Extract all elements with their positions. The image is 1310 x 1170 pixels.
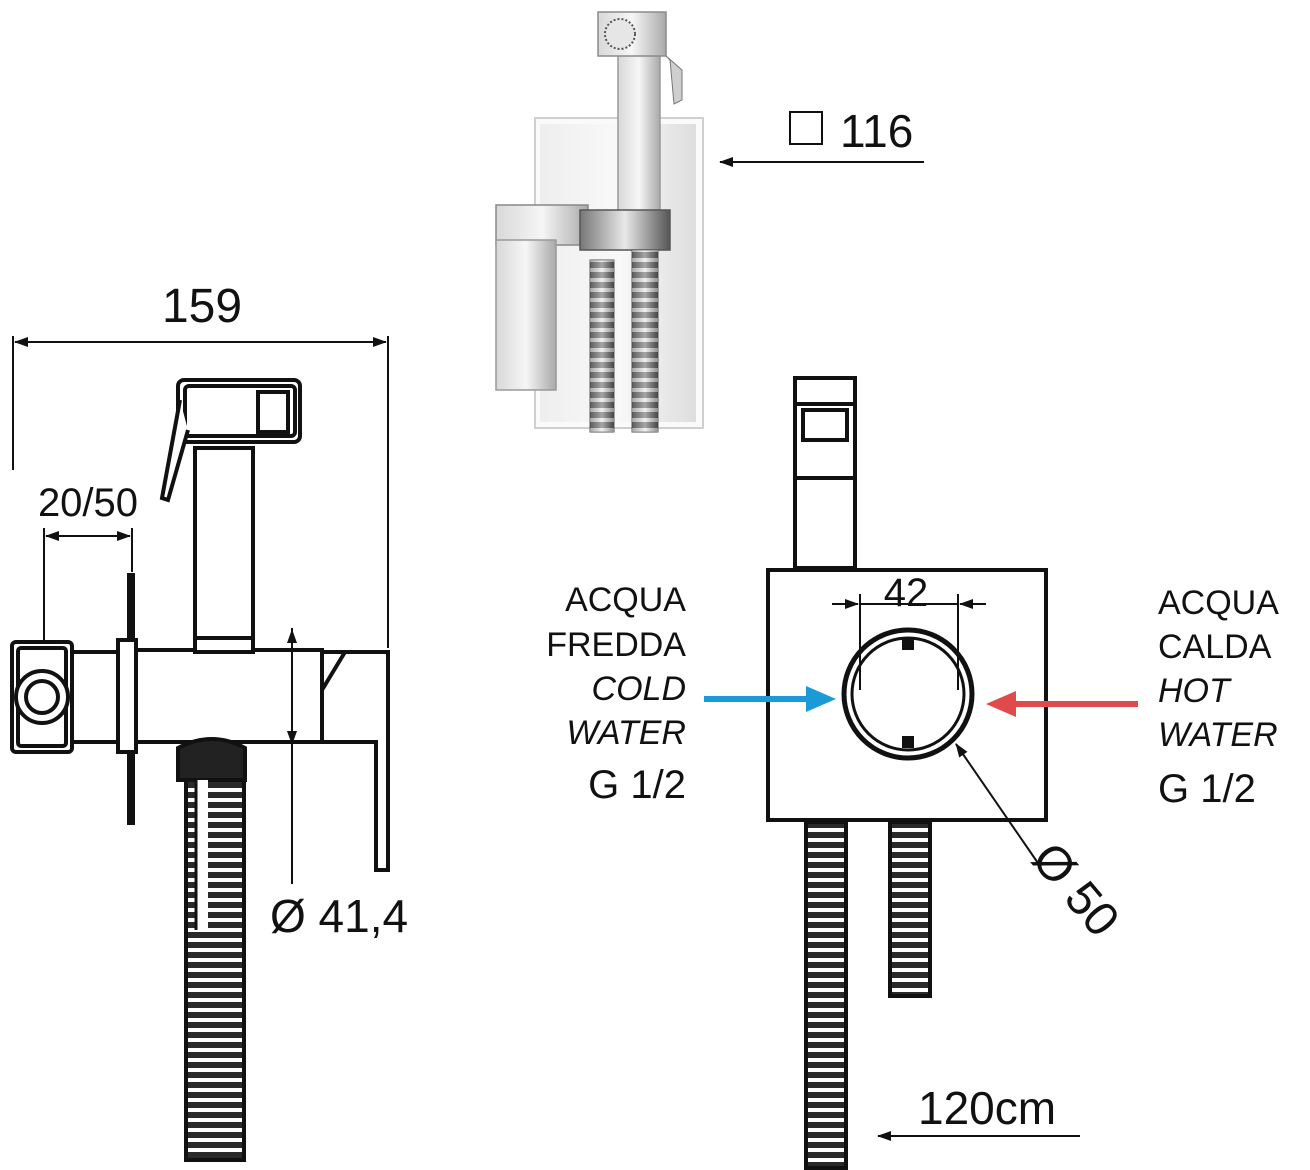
plate-size-label: 116 xyxy=(840,105,913,157)
hot-inlet-callout: ACQUA CALDA HOT WATER G 1/2 xyxy=(986,584,1279,811)
hole-spacing-dimension: 42 xyxy=(832,571,986,690)
cold-inlet-arrow-icon xyxy=(806,686,836,712)
body-diameter-dimension: Ø 41,4 xyxy=(270,628,408,942)
hot-label-line3: HOT xyxy=(1158,672,1232,710)
cold-thread-label: G 1/2 xyxy=(588,763,686,807)
hole-diameter-label: Ø 50 xyxy=(1022,833,1129,947)
hose-length-label: 120cm xyxy=(918,1082,1056,1134)
body-diameter-label: Ø 41,4 xyxy=(270,890,408,942)
hole-spacing-label: 42 xyxy=(884,571,929,615)
cold-label-line2: FREDDA xyxy=(546,626,686,664)
cold-label-line3: COLD xyxy=(592,670,686,708)
product-photo xyxy=(495,11,704,433)
width-label: 159 xyxy=(162,280,242,333)
side-view-hose xyxy=(184,778,246,1162)
plate-size-dimension: 116 xyxy=(719,105,924,167)
side-view-drawing xyxy=(10,378,390,872)
wall-depth-dimension: 20/50 xyxy=(38,481,138,640)
cold-inlet-callout: ACQUA FREDDA COLD WATER G 1/2 xyxy=(546,581,836,807)
hot-inlet-arrow-icon xyxy=(986,691,1016,717)
cold-label-line1: ACQUA xyxy=(565,581,686,619)
width-dimension: 159 xyxy=(12,280,389,648)
hot-label-line1: ACQUA xyxy=(1158,584,1279,622)
hot-thread-label: G 1/2 xyxy=(1158,767,1256,811)
hot-label-line4: WATER xyxy=(1158,716,1278,754)
cold-label-line4: WATER xyxy=(566,714,686,752)
square-symbol-icon xyxy=(789,111,823,145)
hose-length-dimension: 120cm xyxy=(877,1082,1080,1141)
wall-depth-label: 20/50 xyxy=(38,481,138,525)
front-view-hoses xyxy=(804,820,932,1170)
hot-label-line2: CALDA xyxy=(1158,628,1272,666)
